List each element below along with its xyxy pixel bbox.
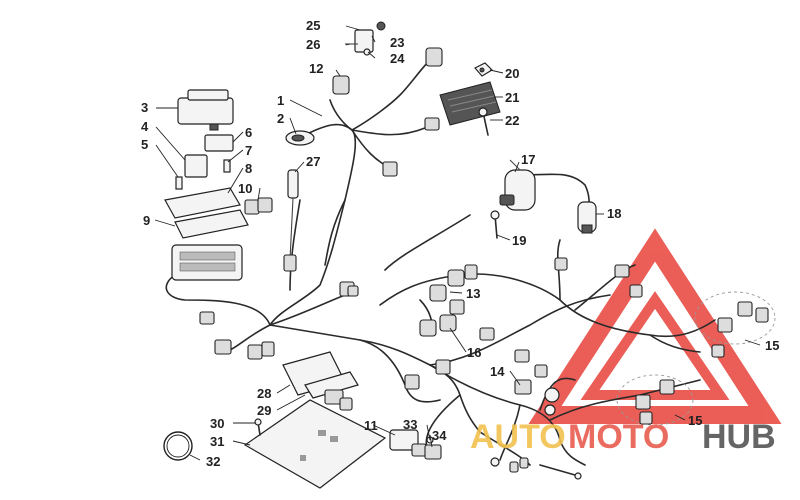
- part-bracket-23-26: [345, 21, 386, 56]
- part-sensor-27: [283, 169, 299, 272]
- part-connectors-16: [419, 299, 465, 375]
- callout-labels: 1 2 3 4 5 6 7 8 9 10 11 12 13 14 15 15 1…: [141, 18, 779, 469]
- callout-9: 9: [143, 213, 150, 228]
- part-fuse-box: [171, 244, 243, 281]
- callout-30: 30: [210, 416, 224, 431]
- callout-18: 18: [607, 206, 621, 221]
- watermark-logo: AUTO MOTO HUB: [470, 418, 776, 456]
- part-spark-plug-cap: [577, 201, 597, 234]
- leader-lines: [154, 25, 761, 461]
- main-harness: [165, 59, 716, 466]
- part-connector-12: [332, 75, 350, 95]
- callout-24: 24: [390, 51, 405, 66]
- part-relay-box-cover: [177, 89, 234, 131]
- part-ring-32: [163, 431, 193, 461]
- callout-28: 28: [257, 386, 271, 401]
- callout-29: 29: [257, 403, 271, 418]
- part-connectors-13: [429, 264, 478, 302]
- callout-13: 13: [466, 286, 480, 301]
- callout-21: 21: [505, 90, 519, 105]
- part-connectors-right: [554, 257, 725, 358]
- part-regulator: [424, 81, 501, 131]
- part-bolt-22: [478, 107, 489, 136]
- part-group-15-bottom: [616, 374, 694, 426]
- callout-7: 7: [245, 143, 252, 158]
- part-connector-10: [244, 197, 273, 215]
- callout-31: 31: [210, 434, 224, 449]
- callout-16: 16: [467, 345, 481, 360]
- callout-12: 12: [309, 61, 323, 76]
- callout-22: 22: [505, 113, 519, 128]
- callout-5: 5: [141, 137, 148, 152]
- part-ecu: [282, 351, 359, 399]
- callout-15-right: 15: [765, 338, 779, 353]
- callout-10: 10: [238, 181, 252, 196]
- callout-23: 23: [390, 35, 404, 50]
- part-terminals-bottom: [347, 285, 582, 480]
- part-tray: [243, 399, 387, 489]
- part-connector-small: [382, 161, 398, 177]
- callout-20: 20: [505, 66, 519, 81]
- watermark-moto: MOTO: [568, 418, 669, 456]
- part-fuses: [175, 159, 231, 190]
- part-relay: [184, 134, 234, 178]
- part-screw-30: [254, 418, 262, 436]
- part-fuse-panel: [164, 187, 249, 239]
- watermark-triangle: [528, 228, 782, 424]
- callout-33: 33: [403, 417, 417, 432]
- part-nut-20: [474, 62, 493, 77]
- part-group-15-right: [694, 291, 776, 345]
- callout-3: 3: [141, 100, 148, 115]
- callout-6: 6: [245, 125, 252, 140]
- callout-15-bottom: 15: [688, 413, 702, 428]
- callout-2: 2: [277, 111, 284, 126]
- part-connectors-14: [514, 349, 560, 416]
- callout-27: 27: [306, 154, 320, 169]
- callout-19: 19: [512, 233, 526, 248]
- part-relay-11: [389, 429, 427, 457]
- callout-32: 32: [206, 454, 220, 469]
- callout-1: 1: [277, 93, 284, 108]
- callout-8: 8: [245, 161, 252, 176]
- watermark-hub: HUB: [702, 418, 776, 456]
- part-connectors-bottom-left: [199, 311, 275, 360]
- part-connector-top: [425, 47, 443, 67]
- part-connector-ecu: [324, 389, 353, 411]
- part-switch-1-2: [285, 130, 315, 146]
- part-ignition-coil: [499, 159, 536, 211]
- callout-26: 26: [306, 37, 320, 52]
- callout-11: 11: [364, 418, 378, 433]
- callout-25: 25: [306, 18, 320, 33]
- callout-34: 34: [432, 428, 447, 443]
- callout-4: 4: [141, 119, 149, 134]
- callout-14: 14: [490, 364, 505, 379]
- part-screw-19: [490, 210, 500, 239]
- callout-17: 17: [521, 152, 535, 167]
- part-connector-33-34: [424, 436, 442, 460]
- watermark-auto: AUTO: [470, 418, 566, 456]
